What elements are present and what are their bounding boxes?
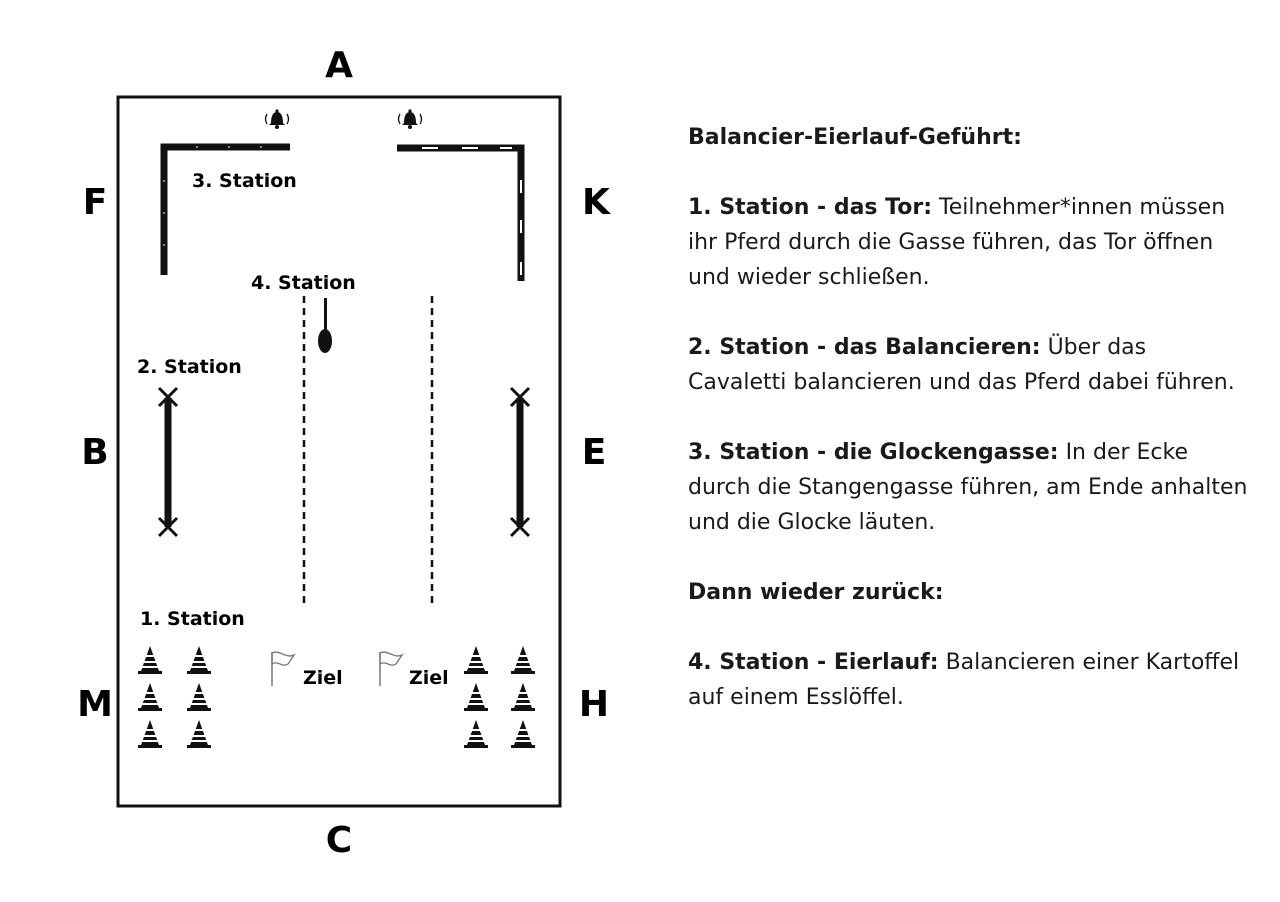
station3-description: 3. Station - die Glockengasse: In der Ec… — [688, 435, 1248, 540]
cone-icon — [463, 719, 489, 749]
cone-icon — [186, 645, 212, 675]
station4-description: 4. Station - Eierlauf: Balancieren einer… — [688, 645, 1248, 715]
cross-icon — [509, 516, 531, 538]
cone-icon — [186, 719, 212, 749]
letter-h: H — [579, 684, 609, 725]
ziel-label: Ziel — [409, 667, 449, 689]
cone-icon — [463, 682, 489, 712]
return-heading: Dann wieder zurück: — [688, 580, 944, 605]
letter-e: E — [582, 432, 607, 473]
description-panel: Balancier-Eierlauf-Geführt: 1. Station -… — [688, 120, 1248, 750]
station3-text: In der Ecke durch die Stangengasse führe… — [688, 440, 1248, 535]
bell-icon — [397, 108, 423, 130]
ziel-label: Ziel — [303, 667, 343, 689]
arena-border — [116, 95, 562, 808]
letter-f: F — [83, 182, 108, 223]
cone-icon — [510, 645, 536, 675]
cone-icon — [137, 645, 163, 675]
station3-label: 3. Station — [192, 170, 297, 192]
cross-icon — [509, 386, 531, 408]
station2-left-cavaletti — [157, 386, 179, 538]
cone-icon — [137, 719, 163, 749]
station1-description: 1. Station - das Tor: Teilnehmer*innen m… — [688, 190, 1248, 295]
letter-a: A — [325, 45, 353, 86]
station1-label: 1. Station — [140, 608, 245, 630]
station2-description: 2. Station - das Balancieren: Über das C… — [688, 330, 1248, 400]
station2-text: Über das Cavaletti balancieren und das P… — [688, 335, 1235, 395]
description-title: Balancier-Eierlauf-Geführt: — [688, 125, 1022, 150]
flag-icon — [379, 651, 403, 687]
station3-right-poles — [397, 144, 525, 281]
letter-k: K — [582, 182, 611, 223]
station2-heading: 2. Station - das Balancieren: — [688, 335, 1041, 360]
station4-label: 4. Station — [251, 272, 356, 294]
letter-m: M — [77, 684, 113, 725]
bell-icon — [264, 108, 290, 130]
station3-left-poles — [160, 143, 290, 275]
station3-heading: 3. Station - die Glockengasse: — [688, 440, 1059, 465]
cone-icon — [463, 645, 489, 675]
cone-icon — [510, 682, 536, 712]
station2-right-cavaletti — [509, 386, 531, 538]
spoon-icon — [318, 298, 332, 353]
station4-heading: 4. Station - Eierlauf: — [688, 650, 939, 675]
letter-b: B — [81, 432, 108, 473]
cone-icon — [510, 719, 536, 749]
station1-heading: 1. Station - das Tor: — [688, 195, 933, 220]
cone-icon — [186, 682, 212, 712]
station1-text: Teilnehmer*innen müssen ihr Pferd durch … — [688, 195, 1226, 290]
station2-label: 2. Station — [137, 356, 242, 378]
cross-icon — [157, 386, 179, 408]
cross-icon — [157, 516, 179, 538]
cone-icon — [137, 682, 163, 712]
station1-cones-left — [137, 645, 212, 749]
station4-text: Balancieren einer Kartoffel auf einem Es… — [688, 650, 1240, 710]
letter-c: C — [326, 820, 352, 861]
flag-icon — [271, 651, 295, 687]
station1-cones-right — [463, 645, 536, 749]
